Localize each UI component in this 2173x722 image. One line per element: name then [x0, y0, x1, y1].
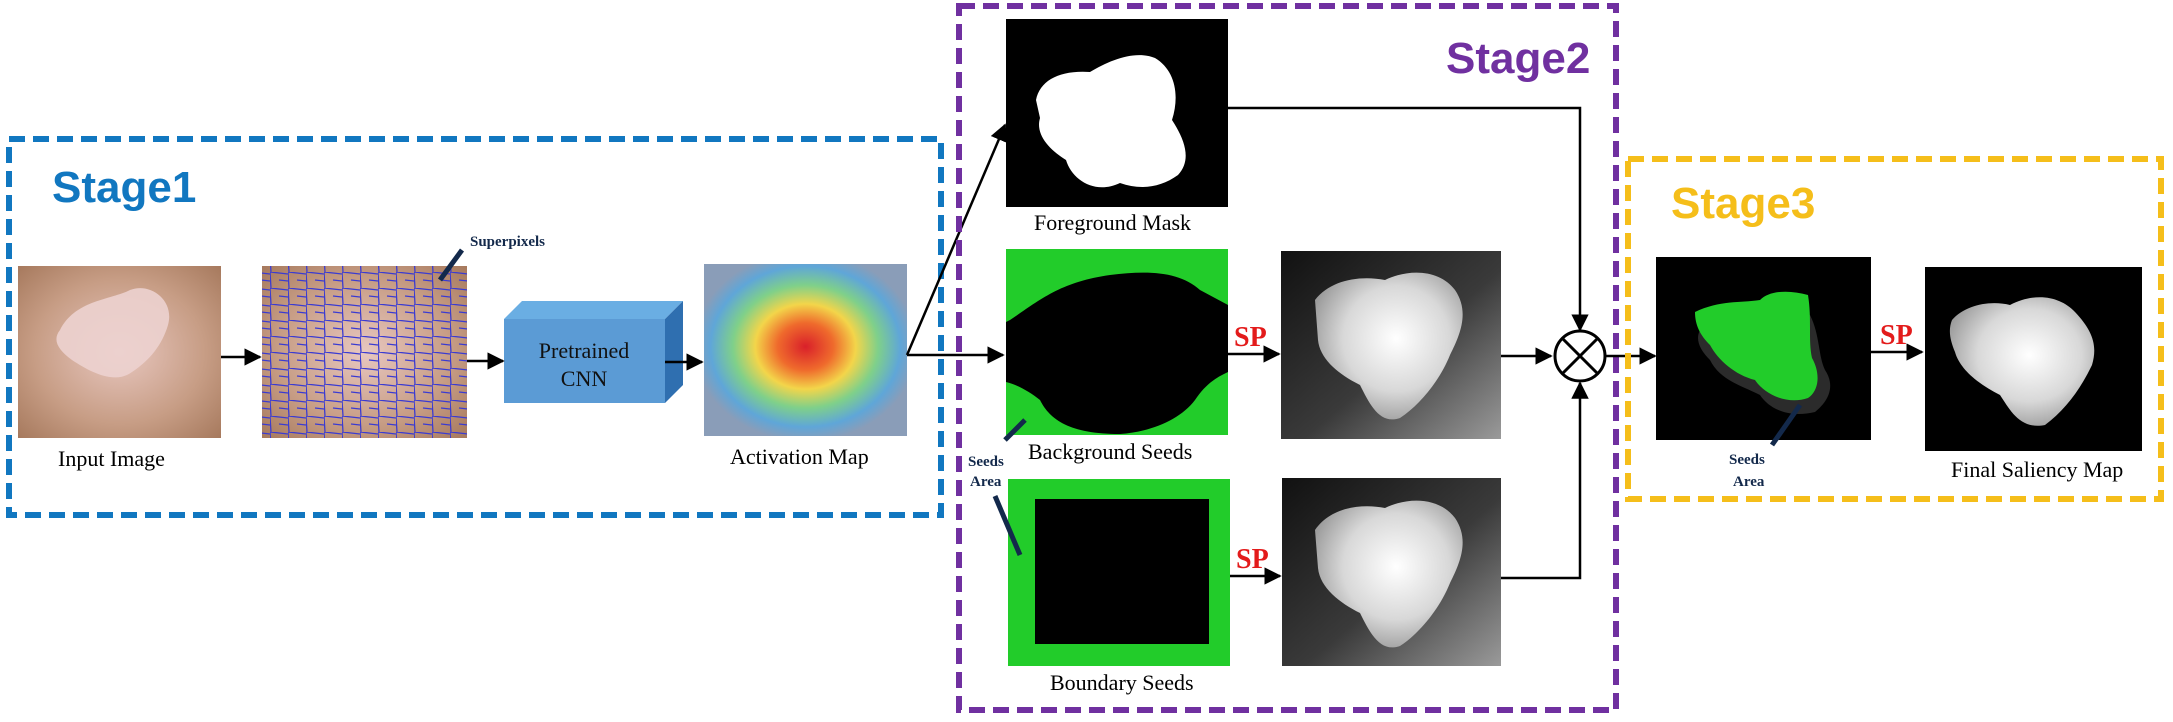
superpixels-callout: Superpixels [470, 234, 545, 250]
input-image [18, 266, 221, 438]
activation-map-image [704, 264, 907, 436]
saliency-map-boundary [1282, 478, 1501, 666]
seeds-area-callout-line-upper [1003, 418, 1027, 442]
sp-label-final: SP [1880, 320, 1913, 351]
stage3-title: Stage3 [1671, 179, 1815, 228]
multiply-operator-icon [1553, 329, 1607, 383]
stage1-title: Stage1 [52, 163, 196, 212]
pretrained-cnn-block [504, 301, 683, 403]
foreground-mask-image [1006, 19, 1228, 207]
stage1-box [6, 136, 944, 518]
arrow-boundary-saliency-to-multiply [1501, 381, 1589, 580]
boundary-seeds-caption: Boundary Seeds [1050, 670, 1194, 695]
seeds-area-callout-line-lower [992, 495, 1023, 556]
stage3-seed-map [1656, 257, 1871, 440]
final-saliency-map-image [1925, 267, 2142, 451]
background-seeds-caption: Background Seeds [1028, 439, 1192, 464]
cnn-label-line1: Pretrained [539, 338, 629, 363]
foreground-mask-caption: Foreground Mask [1034, 210, 1191, 235]
input-image-caption: Input Image [58, 446, 165, 471]
final-saliency-map-caption: Final Saliency Map [1951, 457, 2123, 482]
superpixel-image [262, 266, 467, 438]
activation-map-caption: Activation Map [730, 444, 869, 469]
seeds-area-stage3-line1: Seeds [1729, 452, 1765, 468]
saliency-map-background [1281, 251, 1501, 439]
seeds-area-stage3-line2: Area [1733, 474, 1765, 490]
seeds-area-stage2-line2: Area [970, 474, 1002, 490]
stage2-title: Stage2 [1446, 34, 1590, 83]
sp-label-background: SP [1234, 322, 1267, 353]
arrow-foreground-to-multiply [1228, 106, 1589, 332]
seeds-area-stage2-line1: Seeds [968, 454, 1004, 470]
stage2-box [956, 3, 1619, 713]
stage3-box [1625, 156, 2164, 502]
sp-label-boundary: SP [1236, 544, 1269, 575]
background-seeds-image [1006, 249, 1228, 435]
boundary-seeds-image [1008, 479, 1230, 666]
cnn-label-line2: CNN [561, 366, 608, 391]
superpixels-callout-line [437, 248, 465, 282]
seeds-area-stage3-callout-line [1769, 403, 1803, 447]
